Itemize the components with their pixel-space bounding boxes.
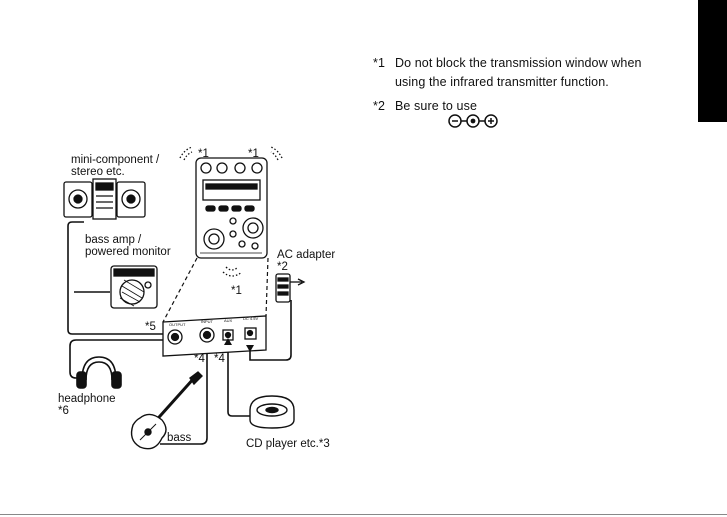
label-note-5: *5 [145,321,156,333]
label-amp-line1: bass amp / [85,234,142,246]
panel-guides [163,258,268,322]
headphone [77,357,121,388]
cd-player [250,396,294,428]
label-stereo-line2: stereo etc. [71,166,125,178]
label-cd-player: CD player etc.*3 [246,438,330,450]
label-ir-right: *1 [248,148,259,160]
cable-aux [228,343,250,416]
label-note-4b: *4 [214,353,225,365]
label-bass: bass [167,432,192,444]
label-stereo-line1: mini-component / [71,154,160,166]
jack-output-label: OUTPUT [169,322,186,327]
label-ir-bottom: *1 [231,285,242,297]
jack-dc-label: DC 4.5V [243,316,258,321]
label-headphone-note: *6 [58,405,69,417]
page-bottom-rule [0,514,727,515]
label-ac-adapter-note: *2 [277,261,288,273]
multi-effect-device [196,158,267,258]
label-note-4a: *4 [194,353,205,365]
stereo-system [64,179,145,219]
label-ir-left: *1 [198,148,209,160]
jack-input-label: INPUT [201,319,214,324]
jack-aux-label: AUX [224,318,233,323]
label-headphone: headphone [58,393,116,405]
label-amp-line2: powered monitor [85,246,171,258]
ac-adapter [276,274,304,302]
bass-amp [111,266,157,308]
label-ac-adapter: AC adapter [277,249,335,261]
